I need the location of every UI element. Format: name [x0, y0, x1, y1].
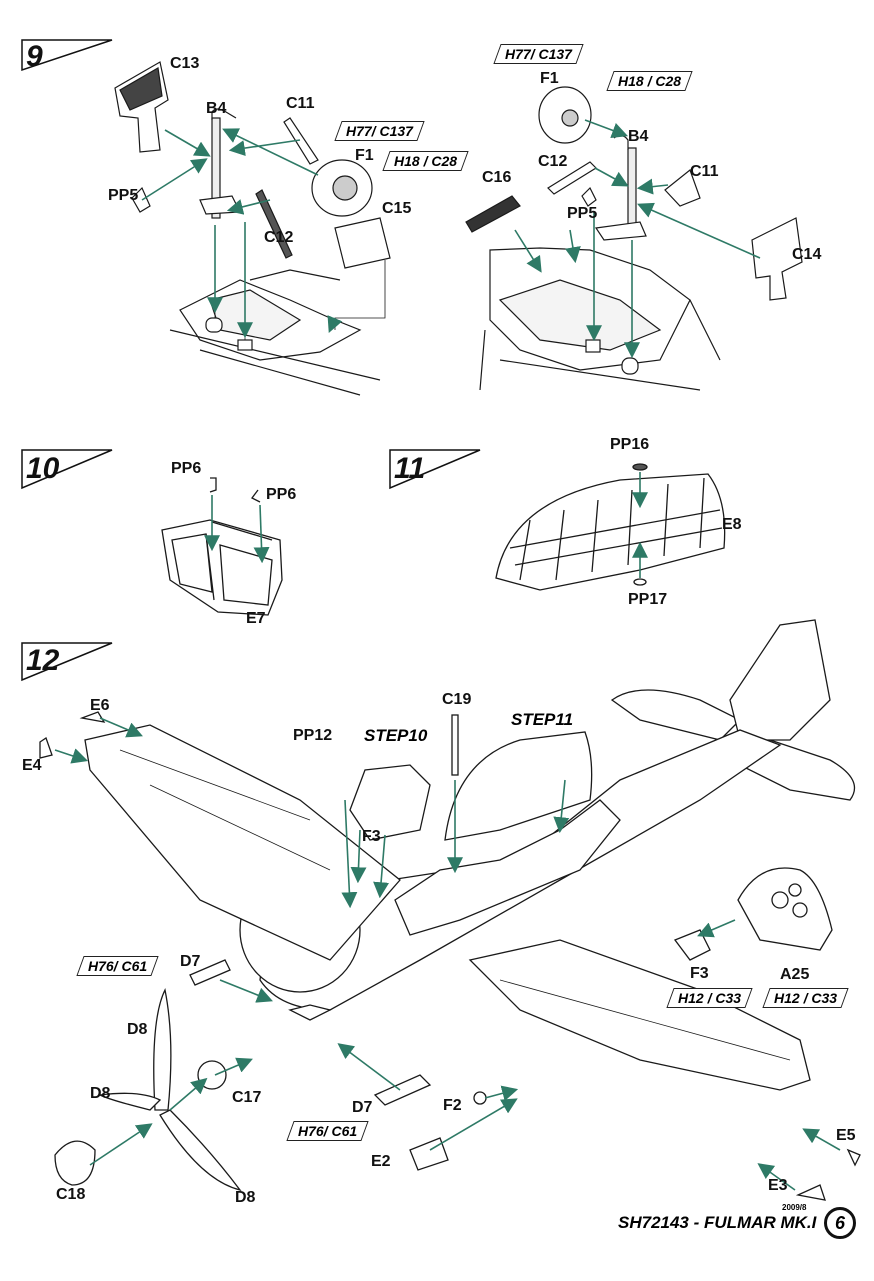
- part-label: D8: [90, 1085, 111, 1102]
- part-label: C14: [792, 246, 822, 263]
- part-label: C16: [482, 169, 512, 186]
- part-label: PP17: [628, 591, 668, 608]
- part-label: D7: [180, 953, 201, 970]
- part-label: C12: [538, 153, 568, 170]
- step9-right-arrows: [514, 119, 761, 359]
- step9-right-drawing: [465, 86, 803, 391]
- part-label: C12: [264, 229, 294, 246]
- part-label: E8: [722, 516, 742, 533]
- part-label: C13: [170, 55, 200, 72]
- step12-aircraft: [39, 619, 861, 1201]
- part-label: F3: [690, 965, 709, 982]
- kit-title: SH72143 - FULMAR MK.I: [618, 1213, 817, 1232]
- step10-drawing: [161, 477, 283, 616]
- part-label: PP5: [108, 187, 139, 204]
- paint-reference: H18 / C28: [606, 71, 693, 91]
- part-label: E6: [90, 697, 110, 714]
- part-label: C17: [232, 1089, 262, 1106]
- step9-left-arrows: [141, 128, 343, 339]
- part-label: C11: [690, 163, 719, 180]
- step-number: 12: [26, 644, 60, 677]
- part-label: C19: [442, 691, 472, 708]
- part-label: E4: [22, 757, 42, 774]
- paint-reference: H12 / C33: [762, 988, 849, 1008]
- part-label: A25: [780, 966, 810, 983]
- step-reference: STEP11: [511, 710, 574, 729]
- part-label: PP16: [610, 436, 650, 453]
- step12-arrows: [54, 717, 841, 1191]
- step-number: 9: [26, 40, 43, 73]
- part-label: B4: [628, 128, 649, 145]
- part-label: D8: [127, 1021, 148, 1038]
- part-label: PP12: [293, 727, 333, 744]
- print-date: 2009/8: [782, 1203, 807, 1212]
- part-label: E7: [246, 610, 266, 627]
- paint-reference: H76/ C61: [286, 1121, 369, 1141]
- part-label: E2: [371, 1153, 391, 1170]
- step9-left-drawing: [114, 61, 391, 396]
- part-label: F1: [355, 147, 374, 164]
- step-flags: [21, 39, 481, 682]
- paint-reference: H77/ C137: [493, 44, 584, 64]
- part-label: E3: [768, 1177, 788, 1194]
- part-label: E5: [836, 1127, 856, 1144]
- paint-reference: H77/ C137: [334, 121, 425, 141]
- page-number: 6: [824, 1207, 856, 1239]
- paint-reference: H76/ C61: [76, 956, 159, 976]
- part-label: C18: [56, 1186, 86, 1203]
- step10-arrows: [204, 495, 270, 564]
- part-label: F3: [362, 828, 381, 845]
- step-number: 10: [26, 452, 60, 485]
- part-label: B4: [206, 100, 227, 117]
- part-label: PP6: [266, 486, 297, 503]
- part-label: F2: [443, 1097, 462, 1114]
- step-reference: STEP10: [364, 726, 428, 745]
- step-number: 11: [394, 452, 426, 485]
- part-label: D7: [352, 1099, 373, 1116]
- part-label: C11: [286, 95, 315, 112]
- step11-drawing: [495, 463, 726, 591]
- part-label: D8: [235, 1189, 256, 1206]
- part-label: PP5: [567, 205, 598, 222]
- part-label: C15: [382, 200, 412, 217]
- paint-reference: H12 / C33: [666, 988, 753, 1008]
- part-label: PP6: [171, 460, 202, 477]
- paint-reference: H18 / C28: [382, 151, 469, 171]
- part-label: F1: [540, 70, 559, 87]
